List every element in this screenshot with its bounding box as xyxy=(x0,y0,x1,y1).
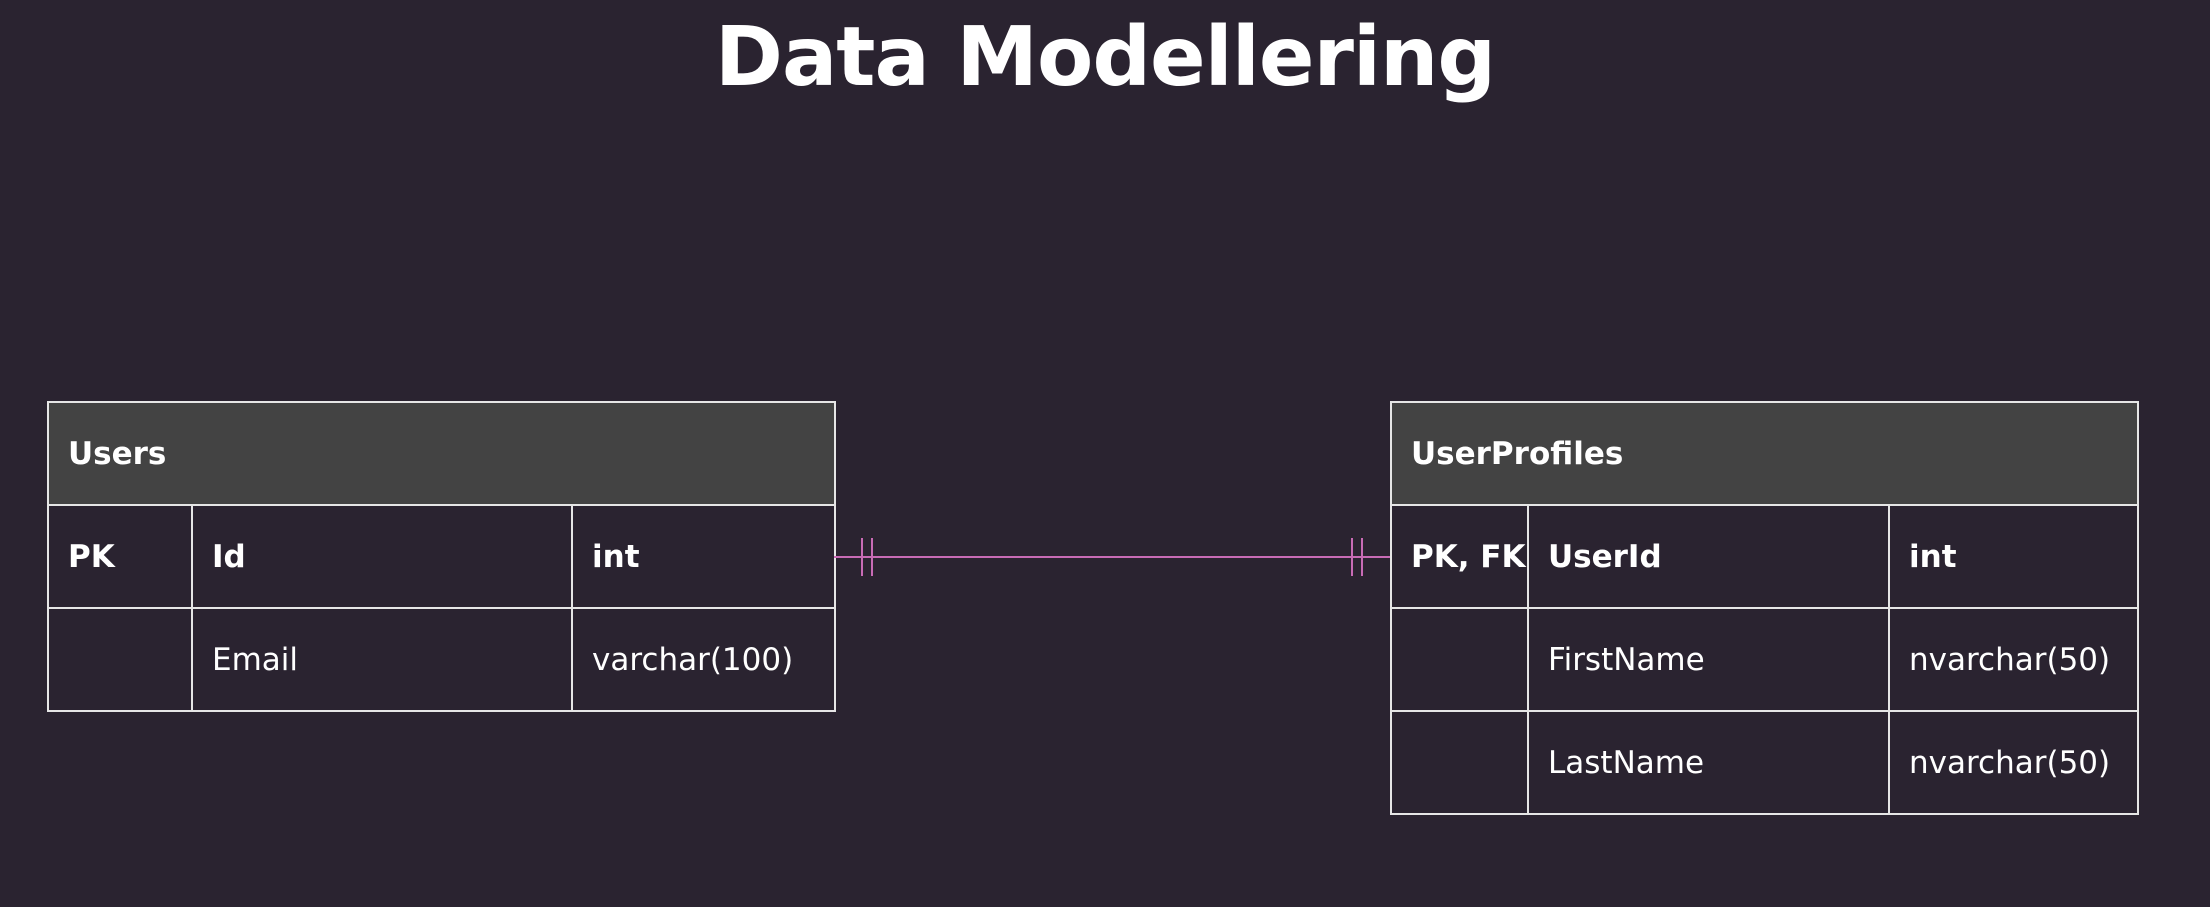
key-cell xyxy=(1390,710,1529,815)
diagram-title: Data Modellering xyxy=(714,10,1496,105)
table-row: LastName nvarchar(50) xyxy=(1390,710,2140,815)
column-type-cell: int xyxy=(1887,504,2140,609)
key-cell: PK, FK xyxy=(1390,504,1529,609)
users-header-row: Users xyxy=(47,401,836,506)
column-name-cell: Email xyxy=(191,607,573,712)
column-type-cell: nvarchar(50) xyxy=(1887,710,2140,815)
key-cell xyxy=(1390,607,1529,712)
column-type-cell: varchar(100) xyxy=(571,607,836,712)
table-row: PK Id int xyxy=(47,504,836,609)
column-name-cell: Id xyxy=(191,504,573,609)
column-type-cell: int xyxy=(571,504,836,609)
column-type-cell: nvarchar(50) xyxy=(1887,607,2140,712)
key-cell xyxy=(47,607,193,712)
key-cell: PK xyxy=(47,504,193,609)
column-name-cell: UserId xyxy=(1527,504,1890,609)
user-profiles-table-name: UserProfiles xyxy=(1389,401,2140,506)
table-row: FirstName nvarchar(50) xyxy=(1390,607,2140,712)
table-row: PK, FK UserId int xyxy=(1390,504,2140,609)
table-row: Email varchar(100) xyxy=(47,607,836,712)
user-profiles-header-row: UserProfiles xyxy=(1389,401,2140,506)
user-profiles-table: UserProfiles PK, FK UserId int FirstName… xyxy=(1389,401,2140,815)
users-table-name: Users xyxy=(47,401,836,506)
users-table: Users PK Id int Email varchar(100) xyxy=(47,401,836,712)
column-name-cell: FirstName xyxy=(1527,607,1890,712)
column-name-cell: LastName xyxy=(1527,710,1890,815)
